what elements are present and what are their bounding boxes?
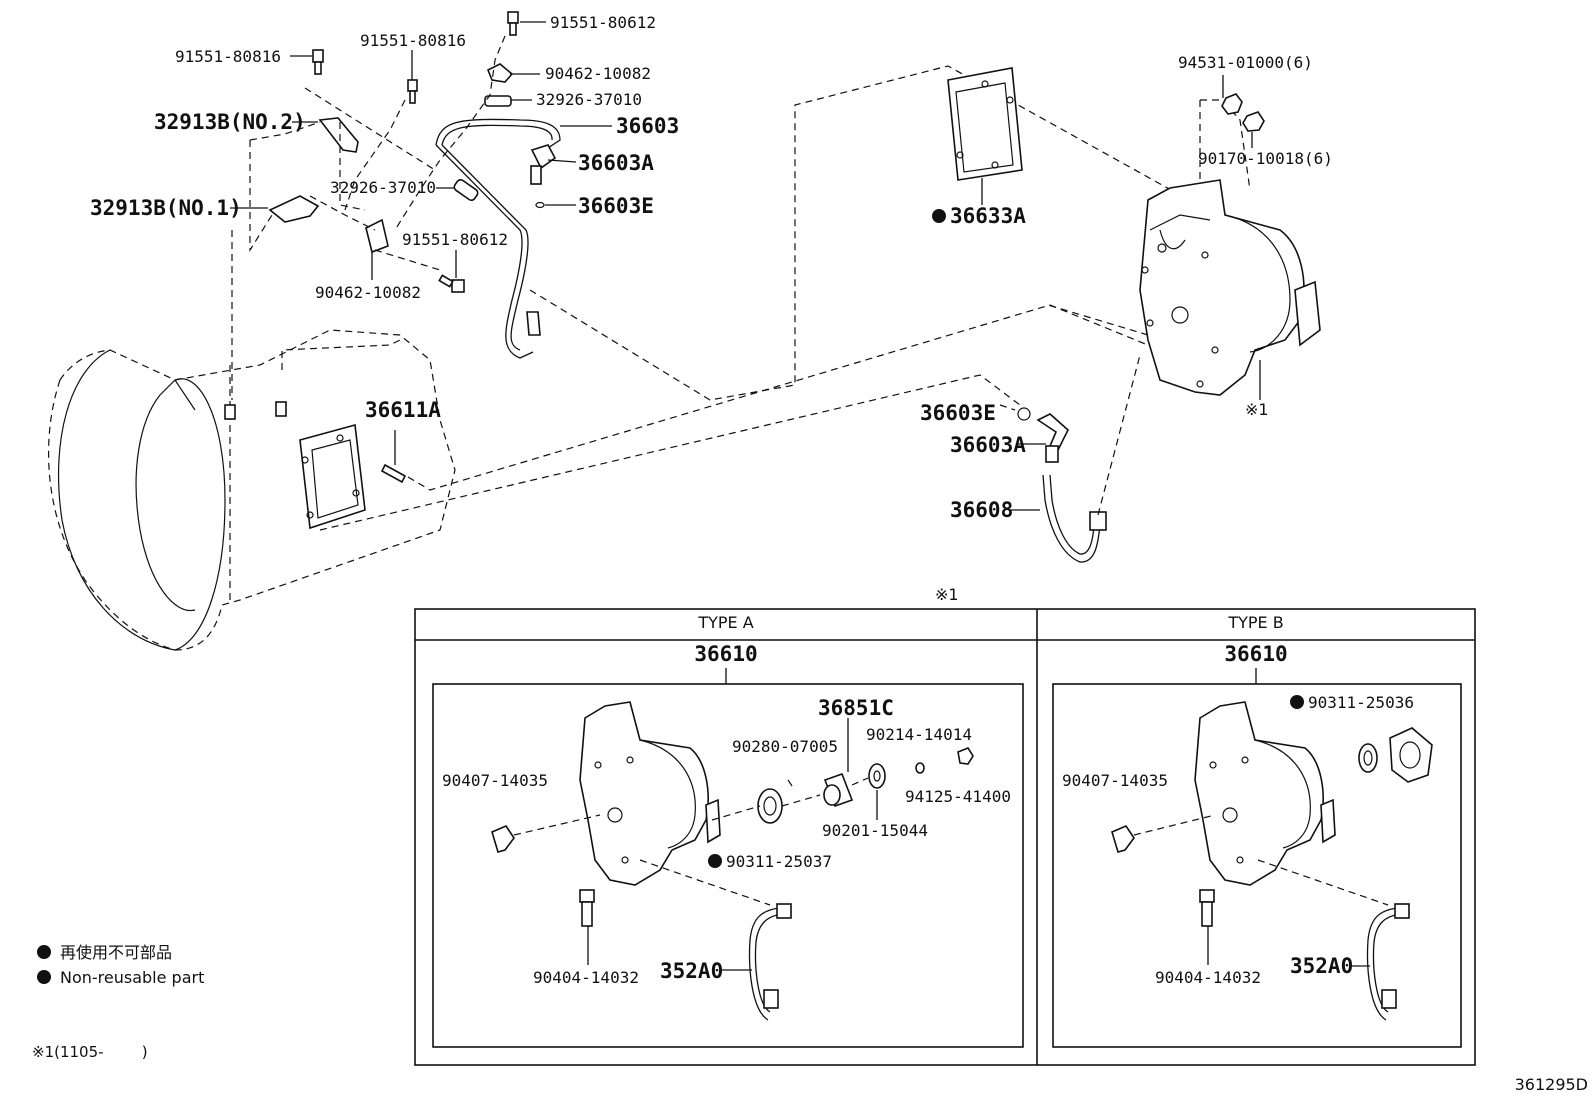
housing-cover-icon [1389,727,1433,783]
label-sensor-type-b: 352A0 [1290,954,1353,978]
non-reusable-mark-icon [1290,695,1304,709]
label-clamp-b: 90462-10082 [315,283,421,302]
retainer-icon [823,772,854,808]
label-seal-b: 90311-25036 [1308,693,1414,712]
union-icon [530,144,557,185]
label-pipe: 36603 [616,114,679,138]
label-plug-type-a: 90404-14032 [533,968,639,987]
label-plug-type-b: 90404-14032 [1155,968,1261,987]
label-union-type-a: 90407-14035 [442,771,548,790]
elbow-union-icon [1036,413,1069,463]
type-a-inner-box [432,683,1024,1048]
label-sleeve-a: 32926-37010 [536,90,642,109]
label-nut: 90170-10018(6) [1198,149,1333,168]
plug-icon [1199,889,1215,927]
label-union-a2: 36603A [950,433,1026,457]
oil-pipe [435,118,561,359]
label-oil-seal: 36851C [818,696,894,720]
union-icon [1111,825,1135,853]
detail-frame [414,608,1476,1066]
clamp-icon [365,63,514,254]
o-ring-icon [1017,407,1031,421]
label-stud: 36611A [365,398,441,422]
type-a-title: TYPE A [697,613,753,632]
label-nut-small: 94125-41400 [905,787,1011,806]
stud-icon [380,430,407,484]
union-icon [491,825,515,853]
label-seal-a: 90311-25037 [726,852,832,871]
label-clamp-a: 90462-10082 [545,64,651,83]
seal-icon [1358,743,1378,773]
label-nut-washer: 94531-01000(6) [1178,53,1313,72]
non-reusable-mark-icon [932,209,946,223]
transfer-assembly [1139,179,1321,396]
label-union-type-b: 90407-14035 [1062,771,1168,790]
label-bolt-c: 91551-80612 [550,13,656,32]
type-a-assembly: 36610 [694,642,757,666]
label-sensor-type-a: 352A0 [660,959,723,983]
nut-icon [957,747,974,765]
sleeve-icon [453,95,512,202]
transfer-assembly-type-b [1194,701,1336,886]
washer-icon [868,762,925,789]
legend-jp: 再使用不可部品 [60,943,172,962]
legend-en: Non-reusable part [60,968,204,987]
plug-icon [579,889,595,927]
transfer-assembly-type-a [579,701,721,886]
label-hose: 36608 [950,498,1013,522]
label-bracket-no1: 32913B(NO.1) [90,196,242,220]
label-gasket-e2: 36603E [920,401,996,425]
label-note-ref: ※1 [1245,400,1269,419]
diagram-id: 361295D [1515,1075,1588,1094]
sensor-icon [1366,903,1410,1021]
detail-ref-mark: ※1 [935,585,959,604]
bracket-no2 [318,117,359,153]
type-b-assembly: 36610 [1224,642,1287,666]
label-pin: 90280-07005 [732,737,838,756]
hose [1042,474,1107,563]
type-b-inner-box [1052,683,1462,1048]
non-reusable-mark-icon [37,970,51,984]
label-gasket-e: 36603E [578,194,654,218]
bracket-no1 [268,195,320,223]
legend-footnote: ※1(1105- ) [32,1043,148,1061]
label-bolt-d: 91551-80612 [402,230,508,249]
oil-seal-icon [757,788,783,824]
label-gasket-plate: 36633A [950,204,1026,228]
label-bolt-a: 91551-80816 [175,47,281,66]
sensor-icon [748,903,792,1021]
label-washer: 90201-15044 [822,821,928,840]
label-sleeve-b: 32926-37010 [330,178,436,197]
pin-icon [787,779,793,787]
nut-icon [1221,93,1265,132]
label-washer-small: 90214-14014 [866,725,972,744]
label-bracket-no2: 32913B(NO.2) [154,110,306,134]
bolt-icon [312,11,519,293]
non-reusable-mark-icon [37,945,51,959]
label-bolt-b: 91551-80816 [360,31,466,50]
type-b-title-text: TYPE B [1227,613,1283,632]
gasket-plate [947,67,1023,205]
pto-cover-plate [299,423,366,530]
label-union-a: 36603A [578,151,654,175]
gasket-icon [535,201,545,209]
non-reusable-mark-icon [708,854,722,868]
transmission-housing [48,329,456,651]
